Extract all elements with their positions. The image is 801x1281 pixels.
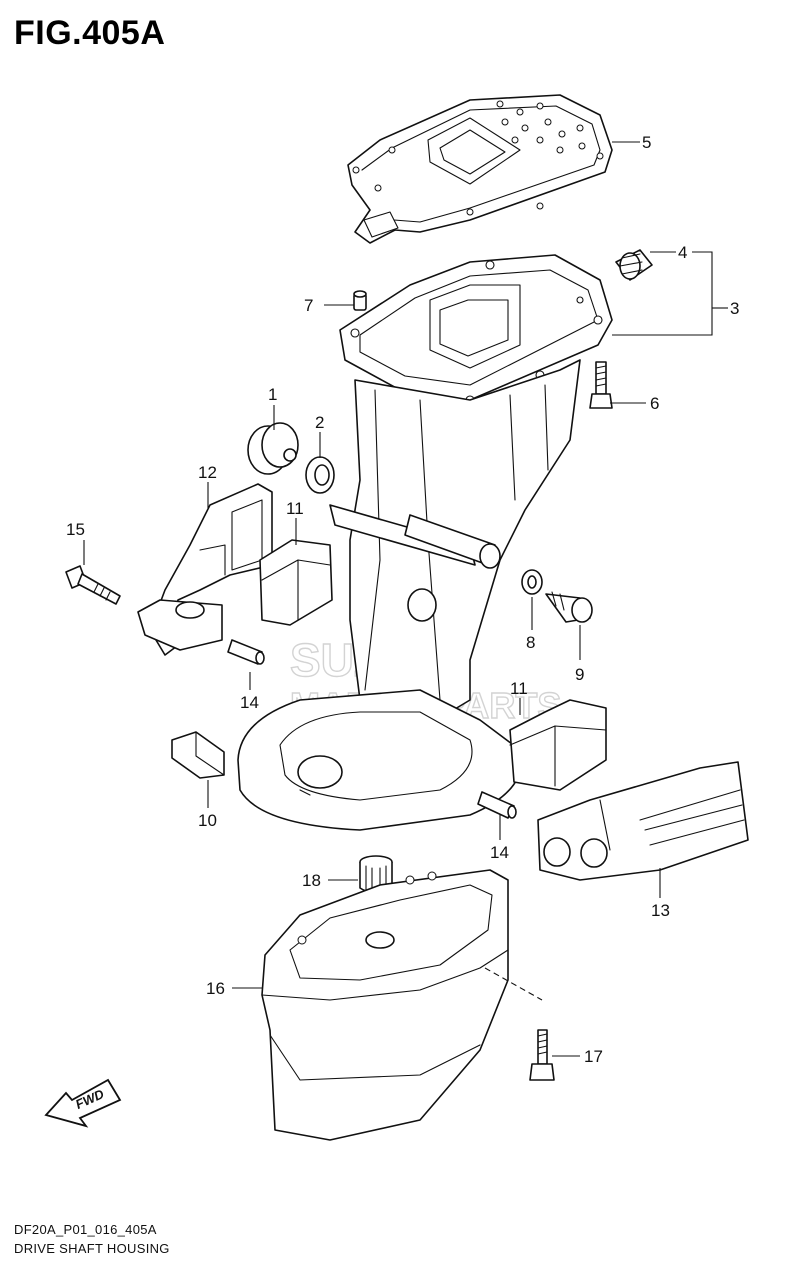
- part-8-washer[interactable]: [521, 569, 543, 595]
- callout-18: 18: [302, 871, 321, 890]
- callout-13: 13: [651, 901, 670, 920]
- part-12-mount-bracket[interactable]: [137, 483, 273, 656]
- callout-labels: 5 4 3 6 7 1 2 12 11 15 8 9 14 11 10 14 1…: [66, 133, 739, 1066]
- part-16-lower-cover[interactable]: [261, 869, 509, 1141]
- callout-8: 8: [526, 633, 535, 652]
- part-1-cap[interactable]: [247, 422, 299, 475]
- figure-title: FIG.405A: [14, 14, 166, 52]
- callout-16: 16: [206, 979, 225, 998]
- callout-5: 5: [642, 133, 651, 152]
- part-9-plug[interactable]: [545, 591, 593, 623]
- fwd-direction-badge: FWD: [44, 1078, 122, 1128]
- part-4-plug[interactable]: [615, 249, 653, 281]
- callout-10: 10: [198, 811, 217, 830]
- part-15-bolt[interactable]: [65, 565, 121, 605]
- part-5-gasket[interactable]: [347, 94, 613, 244]
- callout-14-left: 14: [240, 693, 259, 712]
- part-7-dowel-pin[interactable]: [353, 290, 367, 311]
- callout-2: 2: [315, 413, 324, 432]
- part-2-seal[interactable]: [305, 456, 335, 494]
- callout-1: 1: [268, 385, 277, 404]
- figure-code: DF20A_P01_016_405A: [14, 1222, 157, 1237]
- callout-15: 15: [66, 520, 85, 539]
- callout-6: 6: [650, 394, 659, 413]
- callout-7: 7: [304, 296, 313, 315]
- part-14-pin-right[interactable]: [477, 791, 517, 819]
- callout-12: 12: [198, 463, 217, 482]
- part-14-pin-left[interactable]: [227, 639, 265, 665]
- part-6-bolt[interactable]: [589, 361, 613, 409]
- part-13-lower-bracket[interactable]: [537, 761, 749, 881]
- callout-9: 9: [575, 665, 584, 684]
- part-3-drive-shaft-housing[interactable]: [237, 254, 613, 831]
- part-11-rubber-mount-lower[interactable]: [509, 699, 607, 791]
- callout-4: 4: [678, 243, 687, 262]
- callout-3: 3: [730, 299, 739, 318]
- figure-footer: DF20A_P01_016_405A DRIVE SHAFT HOUSING: [14, 1220, 170, 1258]
- callout-11-upper: 11: [286, 499, 304, 518]
- callout-17: 17: [584, 1047, 603, 1066]
- callout-14-right: 14: [490, 843, 509, 862]
- part-11-rubber-mount-upper[interactable]: [259, 539, 333, 626]
- callout-11-lower: 11: [510, 679, 528, 698]
- part-17-bolt[interactable]: [484, 967, 555, 1081]
- figure-caption: DRIVE SHAFT HOUSING: [14, 1241, 170, 1256]
- part-10-stopper[interactable]: [171, 731, 225, 779]
- callout-leaders: [83, 141, 728, 1057]
